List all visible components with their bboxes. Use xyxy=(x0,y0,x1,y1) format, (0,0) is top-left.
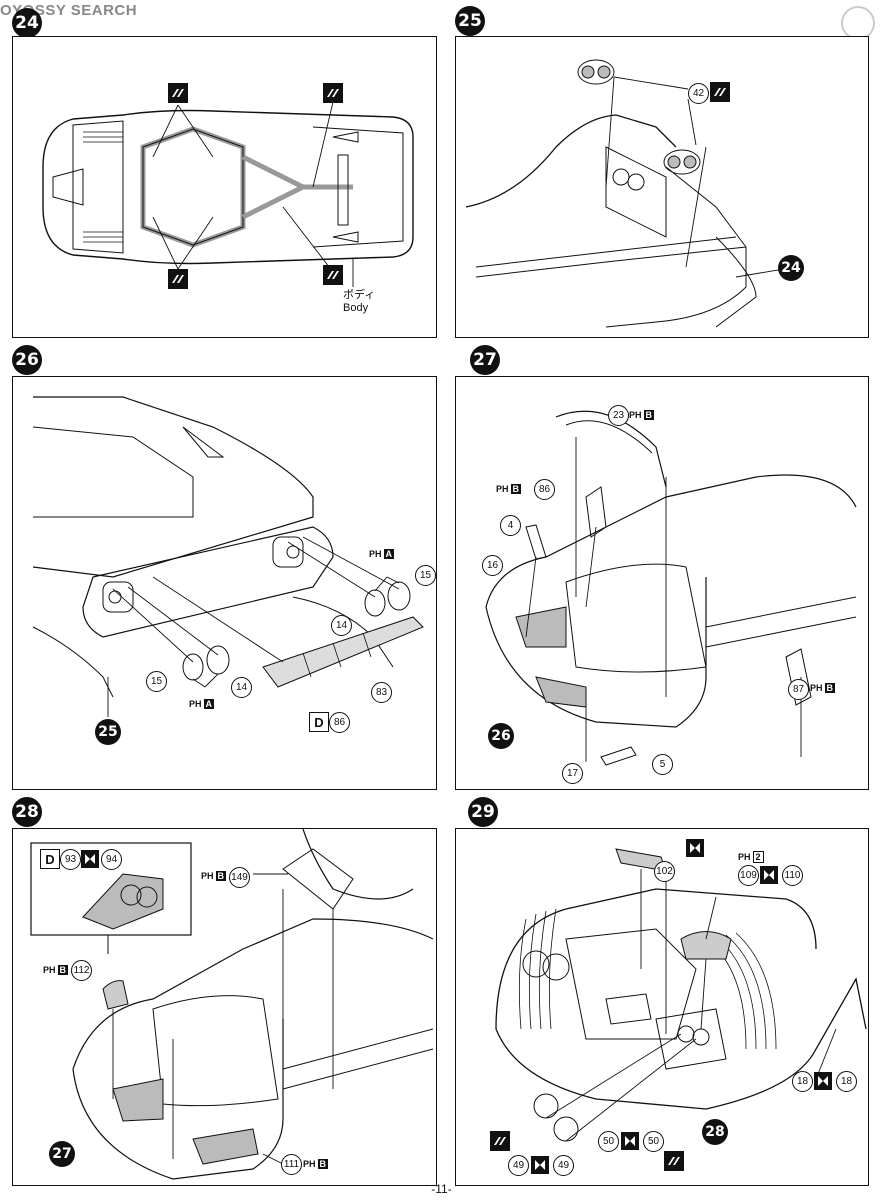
part-number-4: 4 xyxy=(500,515,521,536)
paint-label-ph: PH xyxy=(496,484,509,494)
paint-code: B xyxy=(643,410,655,420)
hex-mirror-icon xyxy=(760,866,778,884)
step-reference-27: 27 xyxy=(49,1141,75,1167)
paint-label-ph: PH xyxy=(189,699,202,709)
hex-mirror-icon xyxy=(81,850,99,868)
hex-mirror-icon xyxy=(686,839,704,857)
part-number-15: 15 xyxy=(415,565,436,586)
step-number-25: 25 xyxy=(455,6,485,36)
part-number-86: 86 xyxy=(534,479,555,500)
part-number-102: 102 xyxy=(654,861,675,882)
step-number-29: 29 xyxy=(468,797,498,827)
paint-label-ph: PH xyxy=(629,410,642,420)
paint-label-ph: PH xyxy=(810,683,823,693)
paint-icon xyxy=(710,82,730,102)
body-label: ボディ Body xyxy=(343,289,375,315)
step-reference-26: 26 xyxy=(488,723,514,749)
hex-mirror-icon xyxy=(531,1156,549,1174)
front-nose-drawing xyxy=(30,829,434,1180)
paint-label-ph: PH xyxy=(43,965,56,975)
paint-code: 2 xyxy=(752,851,764,863)
part-number-109: 109 xyxy=(738,865,759,886)
step-number-27: 27 xyxy=(470,345,500,375)
paint-icon xyxy=(490,1131,510,1151)
body-label-en: Body xyxy=(343,302,369,314)
paint-code: B xyxy=(824,683,836,693)
step-24-panel: ボディ Body xyxy=(12,36,437,338)
step-number-28: 28 xyxy=(12,797,42,827)
paint-label-ph: PH xyxy=(738,852,751,862)
rear-fascia-drawing xyxy=(32,396,424,717)
part-number-18: 18 xyxy=(792,1071,813,1092)
paint-icon xyxy=(323,83,343,103)
car-top-view-drawing xyxy=(42,101,414,287)
paint-icon xyxy=(664,1151,684,1171)
step-reference-25: 25 xyxy=(95,719,121,745)
part-number-17: 17 xyxy=(562,763,583,784)
part-number-5: 5 xyxy=(652,754,673,775)
part-number-42: 42 xyxy=(688,83,709,104)
hex-mirror-icon xyxy=(814,1072,832,1090)
rear-body-drawing xyxy=(465,59,797,328)
front-assembly-drawing xyxy=(495,848,867,1142)
paint-code: B xyxy=(317,1159,329,1169)
part-number-112: 112 xyxy=(71,960,92,981)
decal-letter: D xyxy=(40,849,60,869)
part-number-16: 16 xyxy=(482,555,503,576)
paint-icon xyxy=(168,269,188,289)
paint-code: A xyxy=(203,699,215,709)
paint-label-ph: PH xyxy=(369,549,382,559)
step-number-26: 26 xyxy=(12,345,42,375)
part-number-50: 50 xyxy=(598,1131,619,1152)
part-number-14: 14 xyxy=(331,615,352,636)
part-number-49: 49 xyxy=(553,1155,574,1176)
part-number-14: 14 xyxy=(231,677,252,698)
paint-icon xyxy=(323,265,343,285)
part-number-15: 15 xyxy=(146,671,167,692)
paint-code: A xyxy=(383,549,395,559)
paint-icon xyxy=(168,83,188,103)
step-number-24: 24 xyxy=(12,8,42,38)
part-number-93: 93 xyxy=(60,849,81,870)
part-number-86: 86 xyxy=(329,712,350,733)
part-number-50: 50 xyxy=(643,1131,664,1152)
part-number-111: 111 xyxy=(281,1154,302,1175)
step-25-panel: 42 24 xyxy=(455,36,869,338)
part-number-149: 149 xyxy=(229,867,250,888)
front-fascia-drawing xyxy=(485,410,857,766)
part-number-83: 83 xyxy=(371,682,392,703)
part-number-110: 110 xyxy=(782,865,803,886)
paint-code: B xyxy=(510,484,522,494)
part-number-94: 94 xyxy=(101,849,122,870)
part-number-49: 49 xyxy=(508,1155,529,1176)
part-number-23: 23 xyxy=(608,405,629,426)
paint-code: B xyxy=(215,871,227,881)
step-reference-28: 28 xyxy=(702,1119,728,1145)
step-reference-24: 24 xyxy=(778,255,804,281)
body-label-jp: ボディ xyxy=(343,289,376,301)
part-number-18: 18 xyxy=(836,1071,857,1092)
paint-label-ph: PH xyxy=(303,1159,316,1169)
brand-logo-icon xyxy=(841,6,875,40)
hex-mirror-icon xyxy=(621,1132,639,1150)
paint-label-ph: PH xyxy=(201,871,214,881)
page-number: -11- xyxy=(431,1182,452,1196)
part-number-87: 87 xyxy=(788,679,809,700)
paint-code: B xyxy=(57,965,69,975)
decal-letter: D xyxy=(309,712,329,732)
